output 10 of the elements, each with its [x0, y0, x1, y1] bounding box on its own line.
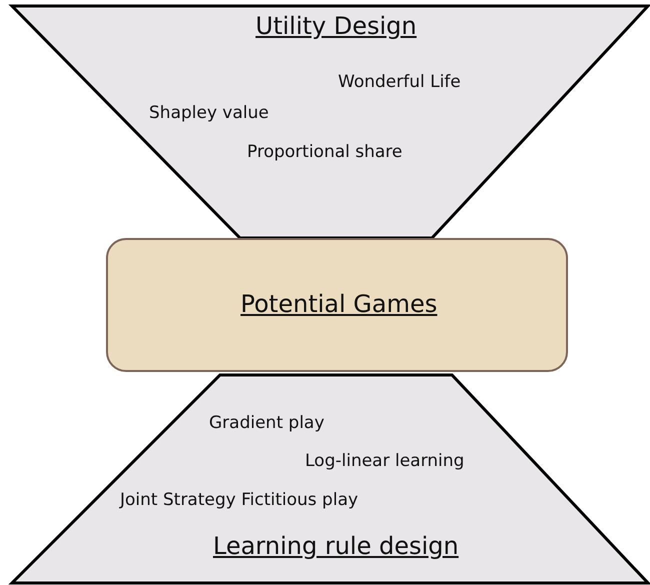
rounded-box	[106, 238, 568, 372]
section-heading: Learning rule design	[213, 532, 459, 561]
section-heading: Utility Design	[256, 12, 417, 41]
item-text: Log-linear learning	[305, 451, 464, 472]
item-text: Joint Strategy Fictitious play	[120, 490, 358, 510]
item-text: Gradient play	[209, 413, 324, 434]
box-title: Potential Games	[240, 290, 438, 319]
item-text: Proportional share	[247, 142, 402, 162]
item-text: Shapley value	[149, 103, 269, 124]
item-text: Wonderful Life	[338, 72, 461, 92]
